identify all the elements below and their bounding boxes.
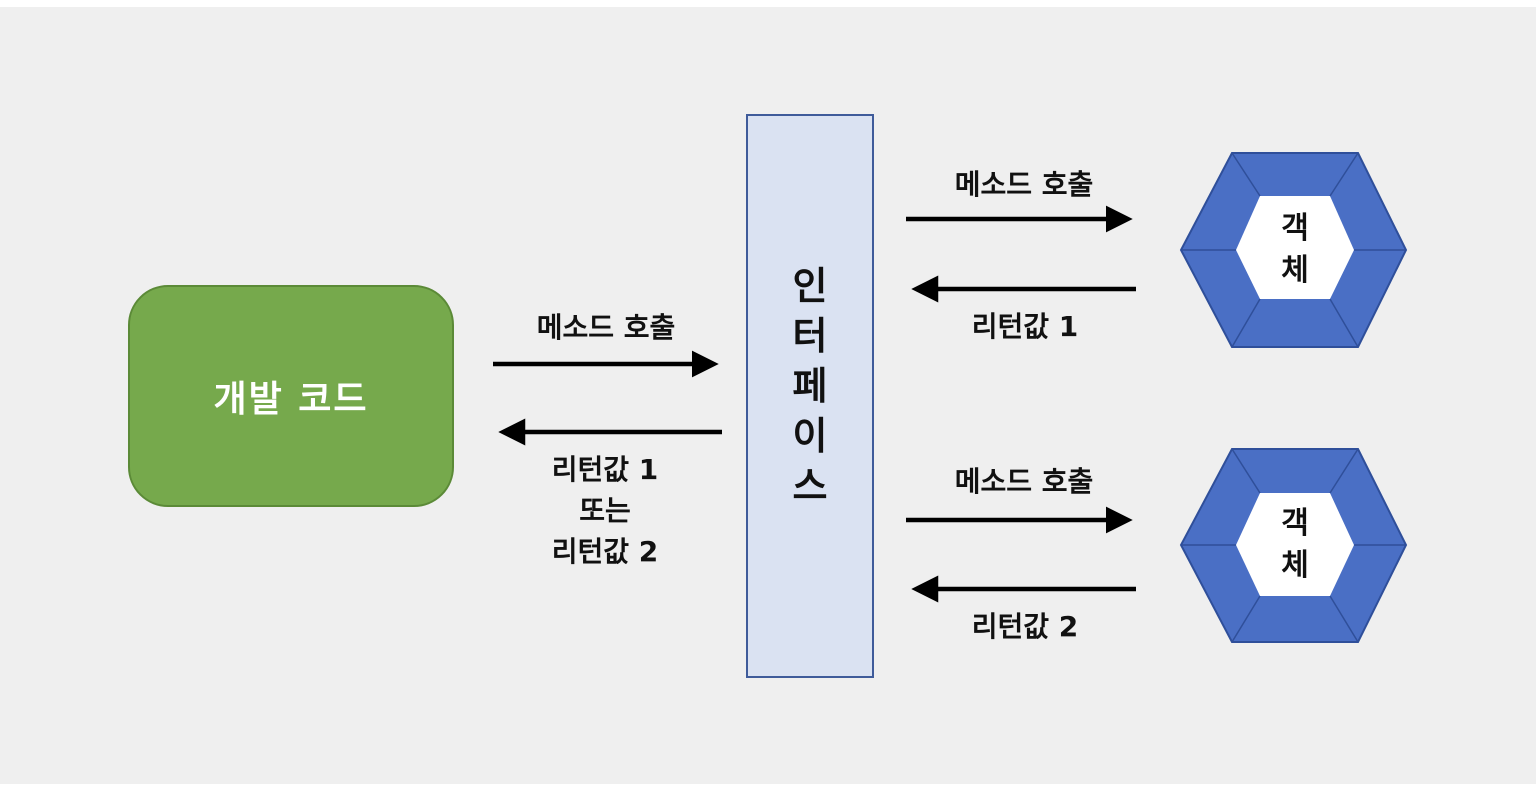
object-bottom-hexagon — [1179, 448, 1408, 643]
interface-char: 인 — [792, 264, 828, 308]
bottom-call-label: 메소드 호출 — [954, 465, 1094, 498]
dev-code-box: 개발 코드 — [128, 285, 454, 507]
left-return-line: 리턴값 2 — [551, 535, 659, 568]
object-bottom-char: 객 — [1281, 506, 1309, 541]
interface-char: 이 — [792, 414, 828, 458]
dev-code-label: 개발 코드 — [213, 379, 369, 420]
interface-box: 인 터 페 이 스 — [746, 114, 874, 678]
object-top-char: 객 — [1281, 211, 1309, 246]
left-return-label: 리턴값 1 또는 리턴값 2 — [530, 449, 680, 572]
top-return-label: 리턴값 1 — [971, 310, 1079, 343]
left-return-line: 리턴값 1 — [551, 453, 659, 486]
left-return-line: 또는 — [579, 494, 631, 527]
object-bottom-label: 객 체 — [1255, 503, 1335, 587]
left-call-label: 메소드 호출 — [536, 311, 676, 344]
interface-label: 인 터 페 이 스 — [793, 261, 828, 511]
object-top-char: 체 — [1281, 253, 1309, 288]
object-top-hexagon — [1179, 152, 1408, 348]
object-top-label: 객 체 — [1255, 208, 1335, 292]
object-bottom-char: 체 — [1281, 548, 1309, 583]
top-call-label: 메소드 호출 — [954, 168, 1094, 201]
interface-char: 페 — [792, 364, 828, 408]
bottom-return-label: 리턴값 2 — [971, 610, 1079, 643]
interface-char: 스 — [792, 464, 828, 508]
interface-char: 터 — [792, 314, 828, 358]
